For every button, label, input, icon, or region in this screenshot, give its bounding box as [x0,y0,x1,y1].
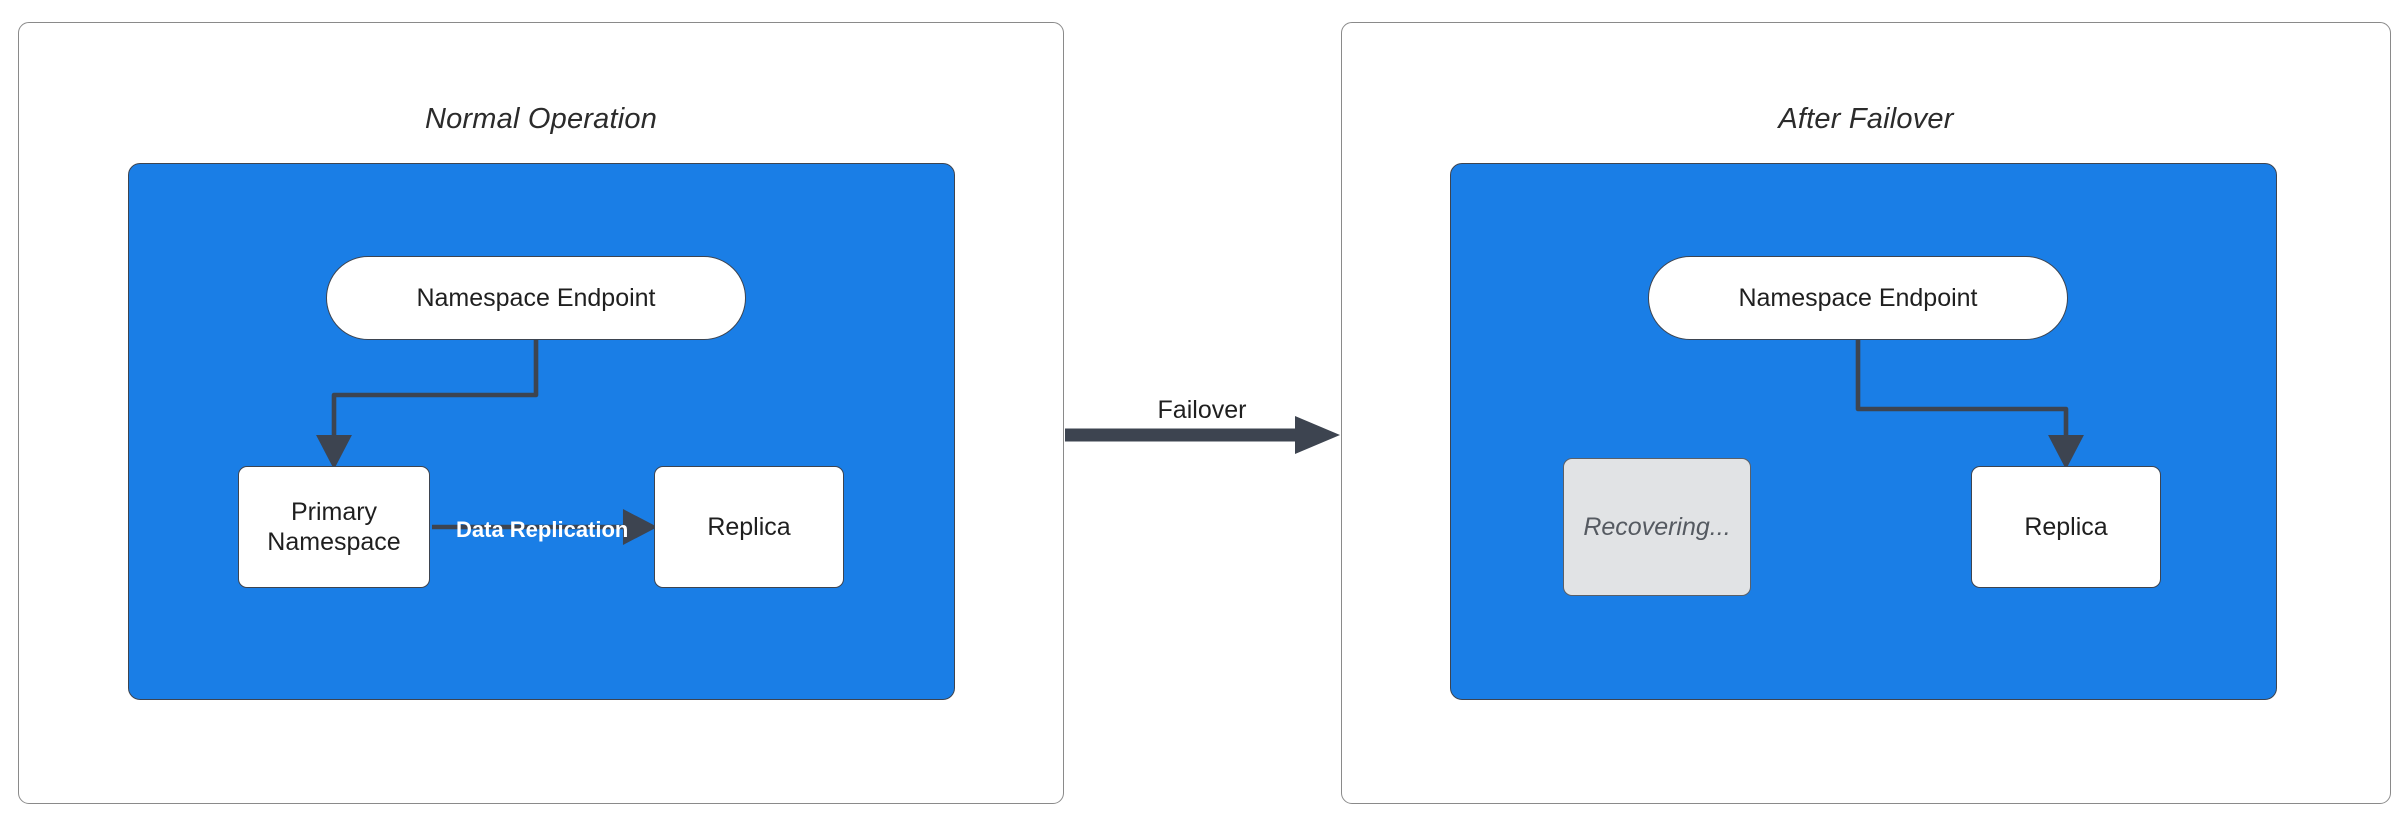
node-label: Primary Namespace [267,497,400,558]
node-namespace-endpoint-right[interactable]: Namespace Endpoint [1648,256,2068,340]
node-primary-namespace[interactable]: Primary Namespace [238,466,430,588]
node-namespace-endpoint-left[interactable]: Namespace Endpoint [326,256,746,340]
node-label: Namespace Endpoint [416,283,656,312]
node-label: Replica [2024,512,2108,541]
node-label-line1: Primary [290,497,378,526]
node-label: Replica [707,512,791,541]
node-label: Namespace Endpoint [1738,283,1978,312]
region-after-failover [1450,163,2277,700]
region-normal-operation [128,163,955,700]
panel-title-normal-operation: Normal Operation [424,103,658,135]
node-label-line2: Namespace [267,528,401,556]
node-replica-right[interactable]: Replica [1971,466,2161,588]
panel-title-after-failover: After Failover [1778,103,1954,135]
edge-label-data-replication: Data Replication [456,517,629,542]
edge-label-failover: Failover [1157,396,1247,424]
node-label: Recovering... [1583,512,1731,541]
node-recovering[interactable]: Recovering... [1563,458,1751,596]
node-replica-left[interactable]: Replica [654,466,844,588]
